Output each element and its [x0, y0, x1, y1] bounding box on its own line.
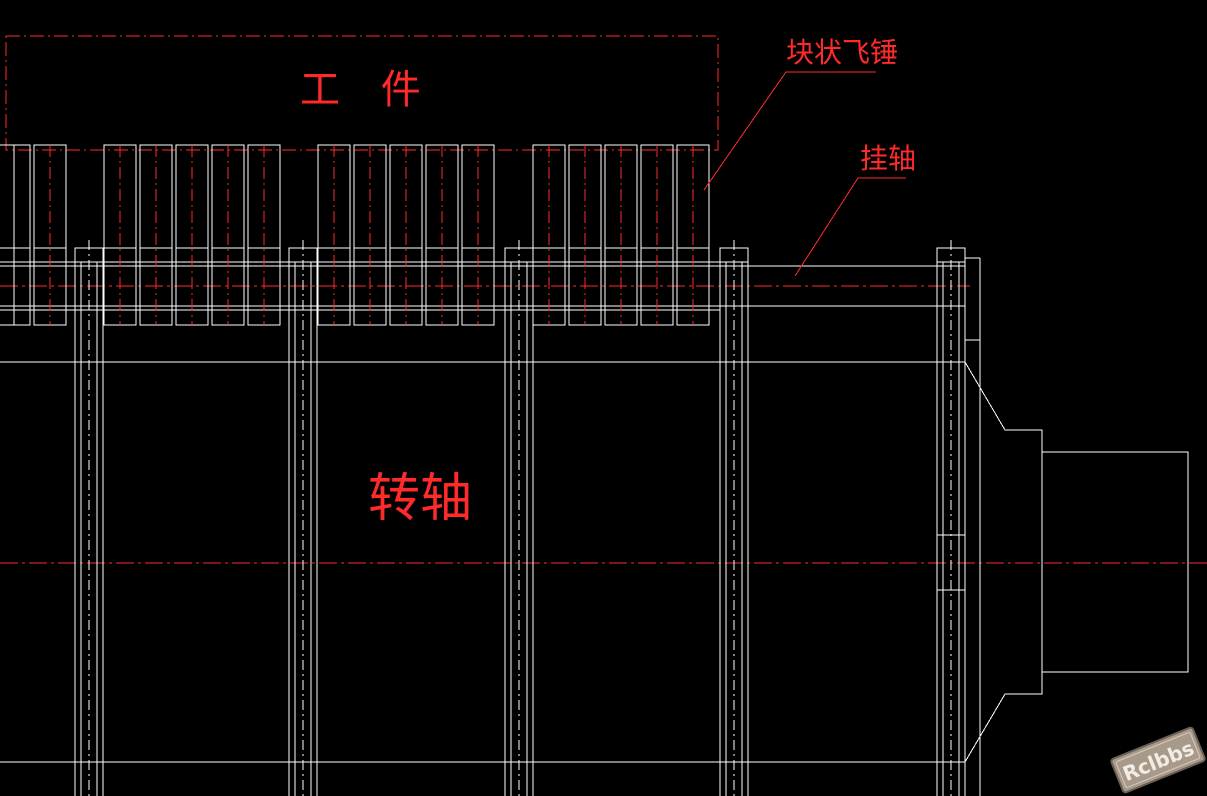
block-hammer-label: 块状飞锤: [786, 36, 898, 69]
workpiece-label: 工 件: [300, 67, 435, 113]
machine-geometry: [0, 35, 1207, 796]
hanging-shaft-label: 挂轴: [860, 142, 916, 175]
workpiece-outline: [5, 35, 719, 151]
stub-shaft-outline: [964, 361, 1189, 763]
block-hammer-leader: [703, 71, 876, 191]
block-hammer-1: [0, 144, 31, 326]
hanging-shaft-leader: [794, 177, 906, 277]
rotor-shaft-label: 转轴: [368, 469, 472, 529]
watermark-stamp: Rclbbs: [1110, 726, 1206, 794]
